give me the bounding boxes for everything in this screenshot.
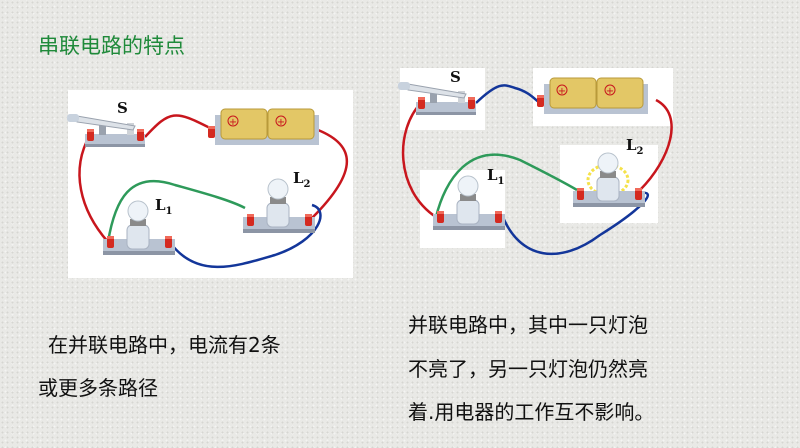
- bulb1-label: L: [155, 196, 166, 214]
- svg-text:L1: L1: [155, 196, 173, 217]
- left-text-line-2: 或更多条路径: [38, 376, 158, 400]
- bulb2-subscript: 2: [637, 146, 644, 157]
- battery-icon: [537, 78, 648, 114]
- svg-text:L2: L2: [293, 169, 311, 190]
- bulb2-subscript: 2: [304, 179, 311, 190]
- right-text-line-1: 并联电路中，其中一只灯泡: [408, 313, 648, 337]
- bulb2-label: L: [626, 136, 637, 154]
- bulb1-label: L: [487, 166, 498, 184]
- bulb2-label: L: [293, 169, 304, 187]
- right-text-line-3: 着.用电器的工作互不影响。: [408, 400, 655, 424]
- series-circuit-diagram: S L1 L2: [67, 90, 353, 278]
- battery-icon: [208, 109, 319, 145]
- left-text-line-1: 在并联电路中，电流有2条: [48, 333, 281, 357]
- switch-label: S: [117, 99, 128, 117]
- bulb1-subscript: 1: [166, 206, 173, 217]
- parallel-circuit-diagram: S L1 L2: [398, 68, 673, 256]
- right-text-line-2: 不亮了，另一只灯泡仍然亮: [408, 357, 648, 381]
- svg-text:L2: L2: [626, 136, 644, 157]
- switch-label: S: [450, 68, 461, 86]
- bulb1-subscript: 1: [498, 176, 505, 187]
- svg-text:L1: L1: [487, 166, 505, 187]
- slide-title: 串联电路的特点: [38, 34, 185, 58]
